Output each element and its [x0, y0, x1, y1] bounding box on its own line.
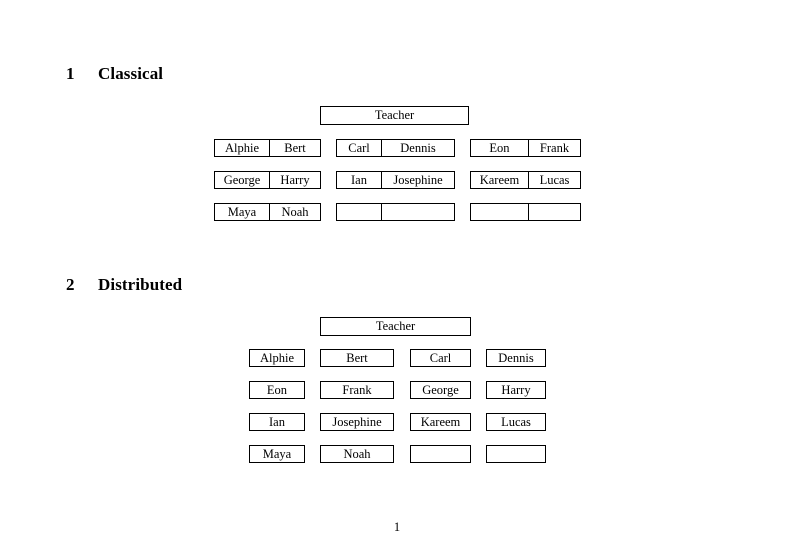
- table-cell: Ian: [249, 413, 305, 431]
- table-cell: Dennis: [486, 349, 546, 367]
- table-cell: Ian: [351, 173, 367, 187]
- table-cell: [381, 204, 454, 220]
- table-cell: Lucas: [486, 413, 546, 431]
- table-cell: George: [223, 173, 261, 187]
- table-cell: Lucas: [528, 172, 580, 188]
- table-cell: Noah: [269, 204, 320, 220]
- table-cell: Frank: [320, 381, 394, 399]
- table-cell: Kareem: [410, 413, 471, 431]
- distributed-teacher-box: Teacher: [320, 317, 471, 336]
- table-cell: Carl: [348, 141, 370, 155]
- table-cell: Eon: [489, 141, 510, 155]
- table-cell: Josephine: [381, 172, 454, 188]
- table-cell: Bert: [320, 349, 394, 367]
- table-cell: Dennis: [381, 140, 454, 156]
- table-cell: [410, 445, 471, 463]
- table-cell: Maya: [249, 445, 305, 463]
- section-heading-distributed: 2 Distributed: [66, 275, 182, 295]
- table-cell: Josephine: [320, 413, 394, 431]
- table-cell: [528, 204, 580, 220]
- section-number: 2: [66, 275, 75, 294]
- table-cell: Noah: [320, 445, 394, 463]
- section-title: Classical: [98, 64, 164, 83]
- classical-group-middle-row-1: Carl Dennis: [336, 139, 455, 157]
- page-number: 1: [393, 520, 401, 534]
- classical-teacher-box: Teacher: [320, 106, 469, 125]
- table-cell: Carl: [410, 349, 471, 367]
- table-cell: [337, 204, 381, 220]
- table-cell: Frank: [528, 140, 580, 156]
- classical-group-right-row-3: [470, 203, 581, 221]
- section-title: Distributed: [98, 275, 183, 294]
- table-cell: [471, 204, 528, 220]
- table-cell: Kareem: [479, 173, 520, 187]
- table-cell: Alphie: [249, 349, 305, 367]
- section-number: 1: [66, 64, 75, 83]
- table-cell: Harry: [486, 381, 546, 399]
- table-cell: Bert: [269, 140, 320, 156]
- table-cell: Alphie: [224, 141, 260, 155]
- table-cell: Eon: [249, 381, 305, 399]
- classical-group-middle-row-3: [336, 203, 455, 221]
- section-heading-classical: 1 Classical: [66, 64, 163, 84]
- classical-group-right-row-1: Eon Frank: [470, 139, 581, 157]
- classical-group-right-row-2: Kareem Lucas: [470, 171, 581, 189]
- classical-group-left-row-2: George Harry: [214, 171, 321, 189]
- table-cell: Maya: [227, 205, 257, 219]
- table-cell: [486, 445, 546, 463]
- table-cell: Harry: [269, 172, 320, 188]
- classical-group-left-row-1: Alphie Bert: [214, 139, 321, 157]
- table-cell: George: [410, 381, 471, 399]
- classical-group-left-row-3: Maya Noah: [214, 203, 321, 221]
- classical-group-middle-row-2: Ian Josephine: [336, 171, 455, 189]
